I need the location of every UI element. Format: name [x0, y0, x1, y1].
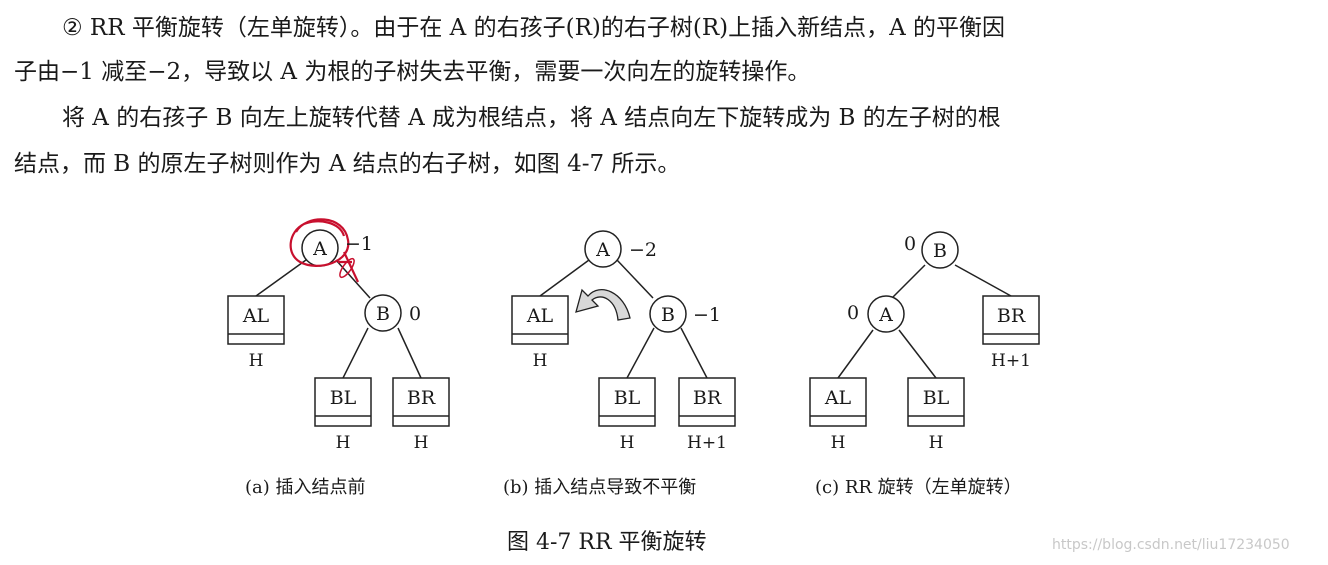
subfigure-a-caption: (a) 插入结点前: [245, 477, 366, 498]
node-c-A-bf: 0: [847, 302, 859, 324]
subtree-a-BL: [314, 377, 372, 427]
subtree-c-AL-height: H: [831, 433, 846, 453]
subtree-b-BL-label: BL: [614, 387, 641, 409]
node-b-B-label: B: [661, 304, 675, 326]
edge-b-B-BR: [680, 327, 708, 379]
edge-b-A-AL: [539, 259, 590, 297]
edge-b-A-B: [616, 259, 654, 299]
node-c-A-label: A: [878, 304, 893, 326]
figure-title: 图 4-7 RR 平衡旋转: [507, 530, 707, 555]
paragraph-1-line-2: 子由−1 减至−2，导致以 A 为根的子树失去平衡，需要一次向左的旋转操作。: [14, 59, 811, 85]
subtree-a-AL-label: AL: [242, 305, 270, 327]
node-c-B-bf: 0: [904, 233, 916, 255]
subtree-b-BR-height: H+1: [687, 433, 727, 453]
subtree-c-BL-label: BL: [923, 387, 950, 409]
subtree-b-BR: [678, 377, 736, 427]
subtree-c-BR-height: H+1: [991, 351, 1031, 371]
edge-a-B-BL: [342, 327, 369, 379]
node-a-A-bf: −1: [345, 233, 373, 255]
node-b-A: [584, 230, 622, 268]
paragraph-2-line-2: 结点，而 B 的原左子树则作为 A 结点的右子树，如图 4-7 所示。: [14, 151, 681, 177]
node-b-B: [649, 295, 687, 333]
subtree-b-BL: [598, 377, 656, 427]
subfigure-c-caption: (c) RR 旋转（左单旋转）: [815, 477, 1022, 498]
node-a-B: [364, 294, 402, 332]
node-a-B-bf: 0: [409, 303, 421, 325]
subtree-a-BR-label: BR: [407, 387, 436, 409]
node-a-B-label: B: [376, 303, 390, 325]
subtree-c-AL-label: AL: [824, 387, 852, 409]
subtree-c-BR: [982, 295, 1040, 345]
edge-c-A-BL: [898, 329, 937, 379]
edge-c-A-AL: [837, 329, 874, 379]
subtree-b-AL-height: H: [533, 351, 548, 371]
node-b-A-label: A: [595, 239, 610, 261]
node-c-A: [867, 295, 905, 333]
watermark: https://blog.csdn.net/liu17234050: [1052, 537, 1290, 553]
rotation-arrow-icon: [575, 288, 631, 321]
node-c-B-label: B: [933, 240, 947, 262]
edge-a-A-B: [335, 259, 371, 299]
node-a-A-label: A: [312, 238, 327, 260]
subtree-c-BL: [907, 377, 965, 427]
subtree-c-BR-label: BR: [997, 305, 1026, 327]
paragraph-1-line-1: ② RR 平衡旋转（左单旋转）。由于在 A 的右孩子(R)的右子树(R)上插入新…: [62, 15, 1006, 41]
subtree-a-BR: [392, 377, 450, 427]
edge-a-B-BR: [397, 327, 422, 379]
subtree-b-BR-label: BR: [693, 387, 722, 409]
subtree-a-AL: [227, 295, 285, 345]
rr-rotation-figure: A −1 B 0 AL H BL H BR H A −2 B −1 AL H B…: [227, 218, 1040, 453]
paragraph-2-line-1: 将 A 的右孩子 B 向左上旋转代替 A 成为根结点，将 A 结点向左下旋转成为…: [62, 105, 1001, 131]
subtree-a-BL-label: BL: [330, 387, 357, 409]
node-b-A-bf: −2: [629, 239, 657, 261]
subtree-c-AL: [809, 377, 867, 427]
edge-b-B-BL: [626, 327, 655, 379]
subtree-b-AL-label: AL: [526, 305, 554, 327]
subfigure-b-caption: (b) 插入结点导致不平衡: [503, 477, 697, 498]
edge-c-B-BR: [954, 264, 1012, 297]
subtree-a-AL-height: H: [249, 351, 264, 371]
node-b-B-bf: −1: [693, 304, 721, 326]
hand-drawn-annotation: [289, 218, 359, 283]
edge-c-B-A: [891, 264, 926, 299]
subtree-c-BL-height: H: [929, 433, 944, 453]
subtree-b-BL-height: H: [620, 433, 635, 453]
subtree-a-BL-height: H: [336, 433, 351, 453]
subtree-a-BR-height: H: [414, 433, 429, 453]
subtree-b-AL: [511, 295, 569, 345]
edge-a-A-AL: [255, 259, 307, 297]
node-c-B: [921, 231, 959, 269]
